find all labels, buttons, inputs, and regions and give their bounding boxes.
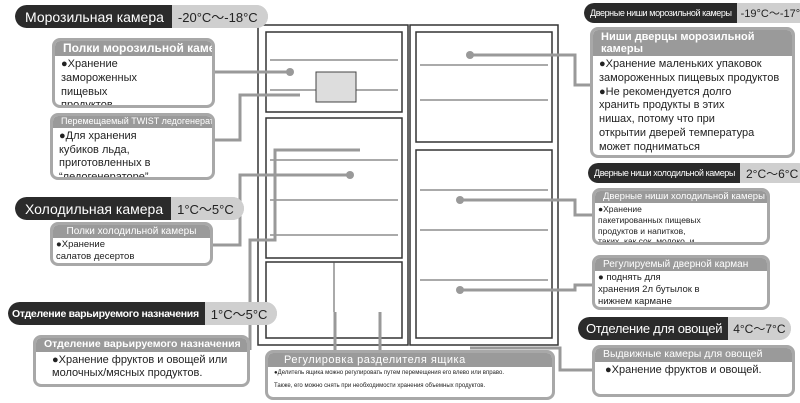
fridge-door-box: Дверные ниши холодильной камеры ●Хранени… (592, 188, 770, 245)
fridge-shelves-title: Полки холодильной камеры (53, 225, 210, 238)
variable-header: Отделение варьируемого назначения 1°C～5°… (8, 302, 278, 325)
door-pocket-text: ● поднять для хранения 2л бутылок в нижн… (598, 272, 700, 307)
vegetable-box-text: ●Хранение фруктов и овощей. (605, 363, 762, 376)
freezer-title: Морозильная камера (15, 5, 172, 28)
freezer-door-box: Ниши дверцы морозильной камеры ●Хранение… (590, 27, 795, 158)
variable-box: Отделение варьируемого назначения ●Хране… (33, 335, 250, 387)
fridge-right-door (409, 24, 559, 346)
twist-title: Перемещаемый TWIST ледогенератор (53, 116, 212, 128)
fridge-door-box-title: Дверные ниши холодильной камеры (595, 191, 767, 204)
twist-icemaker-box: Перемещаемый TWIST ледогенератор ●Для хр… (50, 113, 215, 180)
fridge-door-title: Дверные ниши холодильной камеры (588, 163, 740, 183)
variable-temp: 1°C～5°C (204, 302, 278, 325)
variable-box-text: ●Хранение фруктов и овощей или молочных/… (52, 353, 228, 380)
freezer-door-box-title: Ниши дверцы морозильной камеры (593, 30, 792, 57)
divider-line1: ●Делитель ящика можно регулировать путем… (274, 370, 505, 377)
door-pocket-title: Регулируемый дверной карман (595, 258, 767, 271)
freezer-door-box-text2: ●Не рекомендуется долго хранить продукты… (599, 85, 755, 153)
drawer-divider-box: Регулировка разделителя ящика ●Делитель … (265, 350, 555, 400)
fridge-shelves-text: ●Хранение салатов десертов и др. (56, 239, 135, 263)
fridge-title: Холодильная камера (15, 197, 172, 220)
variable-title: Отделение варьируемого назначения (8, 302, 205, 325)
door-pocket-box: Регулируемый дверной карман ● поднять дл… (592, 255, 770, 310)
twist-text: ●Для хранения кубиков льда, приготовленн… (59, 129, 151, 180)
freezer-shelves-title: Полки морозильной камеры (55, 41, 212, 57)
fridge-shelves-box: Полки холодильной камеры ●Хранение салат… (50, 222, 213, 266)
freezer-header: Морозильная камера -20°C～-18°C (15, 5, 268, 28)
freezer-temp: -20°C～-18°C (171, 5, 268, 28)
freezer-door-temp: -19°C～-17°C (736, 3, 800, 23)
fridge-temp: 1°C～5°C (171, 197, 244, 220)
vegetable-box: Выдвижные камеры для овощей ●Хранение фр… (592, 345, 795, 397)
variable-box-title: Отделение варьируемого назначения (36, 338, 247, 352)
freezer-shelves-box: Полки морозильной камеры ●Хранение замор… (52, 38, 215, 108)
fridge-header: Холодильная камера 1°C～5°C (15, 197, 244, 220)
divider-line2: Также, его можно снять при необходимости… (274, 383, 486, 390)
vegetable-header: Отделение для овощей 4°C～7°C (578, 317, 792, 340)
vegetable-box-title: Выдвижные камеры для овощей (595, 348, 792, 362)
divider-title: Регулировка разделителя ящика (268, 353, 552, 368)
fridge-left-body (257, 24, 409, 346)
freezer-shelves-text: ●Хранение замороженных пищевых продуктов… (61, 58, 137, 108)
vegetable-temp: 4°C～7°C (728, 317, 792, 340)
fridge-door-header: Дверные ниши холодильной камеры 2°C～6°C (588, 163, 800, 183)
vegetable-title: Отделение для овощей (578, 317, 729, 340)
fridge-door-box-text: ●Хранение пакетированных пищевых продукт… (598, 204, 701, 245)
fridge-door-temp: 2°C～6°C (739, 163, 800, 183)
freezer-door-header: Дверные ниши морозильной камеры -19°C～-1… (584, 3, 800, 23)
freezer-door-title: Дверные ниши морозильной камеры (584, 3, 737, 23)
freezer-door-box-text1: ●Хранение маленьких упаковок замороженны… (599, 58, 780, 84)
